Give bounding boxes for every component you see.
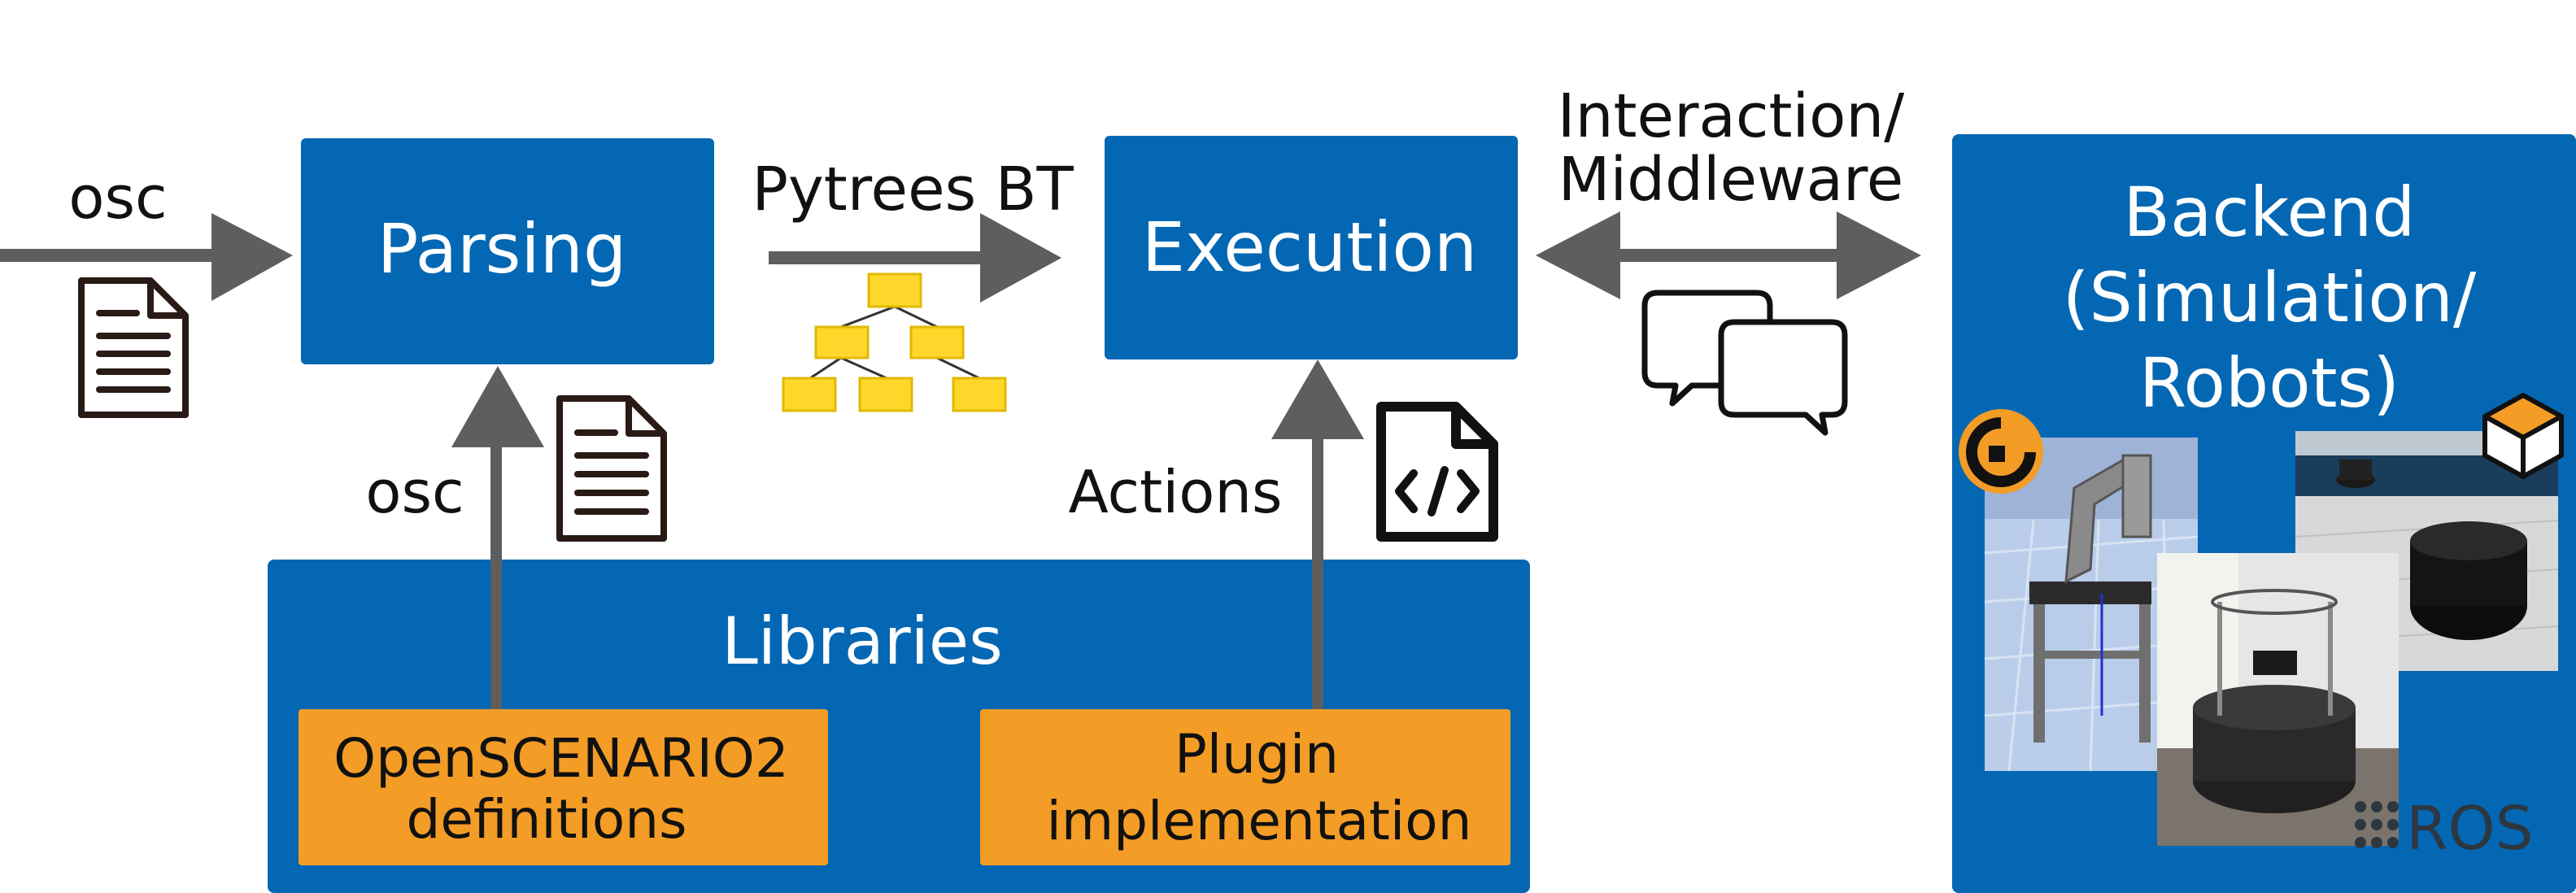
osc2-label-line2: definitions <box>406 788 686 851</box>
parsing-label: Parsing <box>377 209 627 289</box>
backend-label-line2: (Simulation/ <box>2063 258 2477 338</box>
document-icon <box>556 395 667 542</box>
plugin-label-line2: implementation <box>1047 790 1472 852</box>
osc-library-label: osc <box>365 458 464 526</box>
backend-label-line1: Backend <box>2123 172 2415 252</box>
ros-logo-icon: ROS <box>2355 794 2534 864</box>
interaction-label-line2: Middleware <box>1558 145 1904 215</box>
osc-library-arrow <box>451 366 544 709</box>
chat-bubbles-icon <box>1641 290 1848 436</box>
gazebo-icon <box>1959 409 2043 494</box>
osc-input-arrow <box>0 213 293 301</box>
libraries-label: Libraries <box>721 603 1003 679</box>
osc2-definitions-box: OpenSCENARIO2 definitions <box>299 709 828 865</box>
osc-input-label: osc <box>68 163 167 232</box>
bt-arrow <box>769 213 1061 303</box>
code-file-icon <box>1376 402 1498 542</box>
execution-block: Execution <box>1105 136 1518 359</box>
photo-turtlebot-robot <box>2157 553 2399 846</box>
middleware-double-arrow <box>1536 211 1921 299</box>
plugin-label-line1: Plugin <box>1175 723 1339 786</box>
parsing-block: Parsing <box>301 138 714 364</box>
ignition-icon <box>2482 393 2564 479</box>
interaction-label-line1: Interaction/ <box>1558 81 1904 151</box>
actions-arrow <box>1271 359 1364 709</box>
actions-label: Actions <box>1068 458 1282 526</box>
document-icon <box>78 277 189 418</box>
ros-logo-text: ROS <box>2406 794 2534 864</box>
execution-label: Execution <box>1142 207 1477 287</box>
plugin-implementation-box: Plugin implementation <box>980 709 1510 865</box>
backend-label-line3: Robots) <box>2139 343 2399 423</box>
osc2-label-line1: OpenSCENARIO2 <box>333 727 789 790</box>
behavior-tree-icon <box>782 272 1007 412</box>
pytrees-label: Pytrees BT <box>752 155 1074 224</box>
